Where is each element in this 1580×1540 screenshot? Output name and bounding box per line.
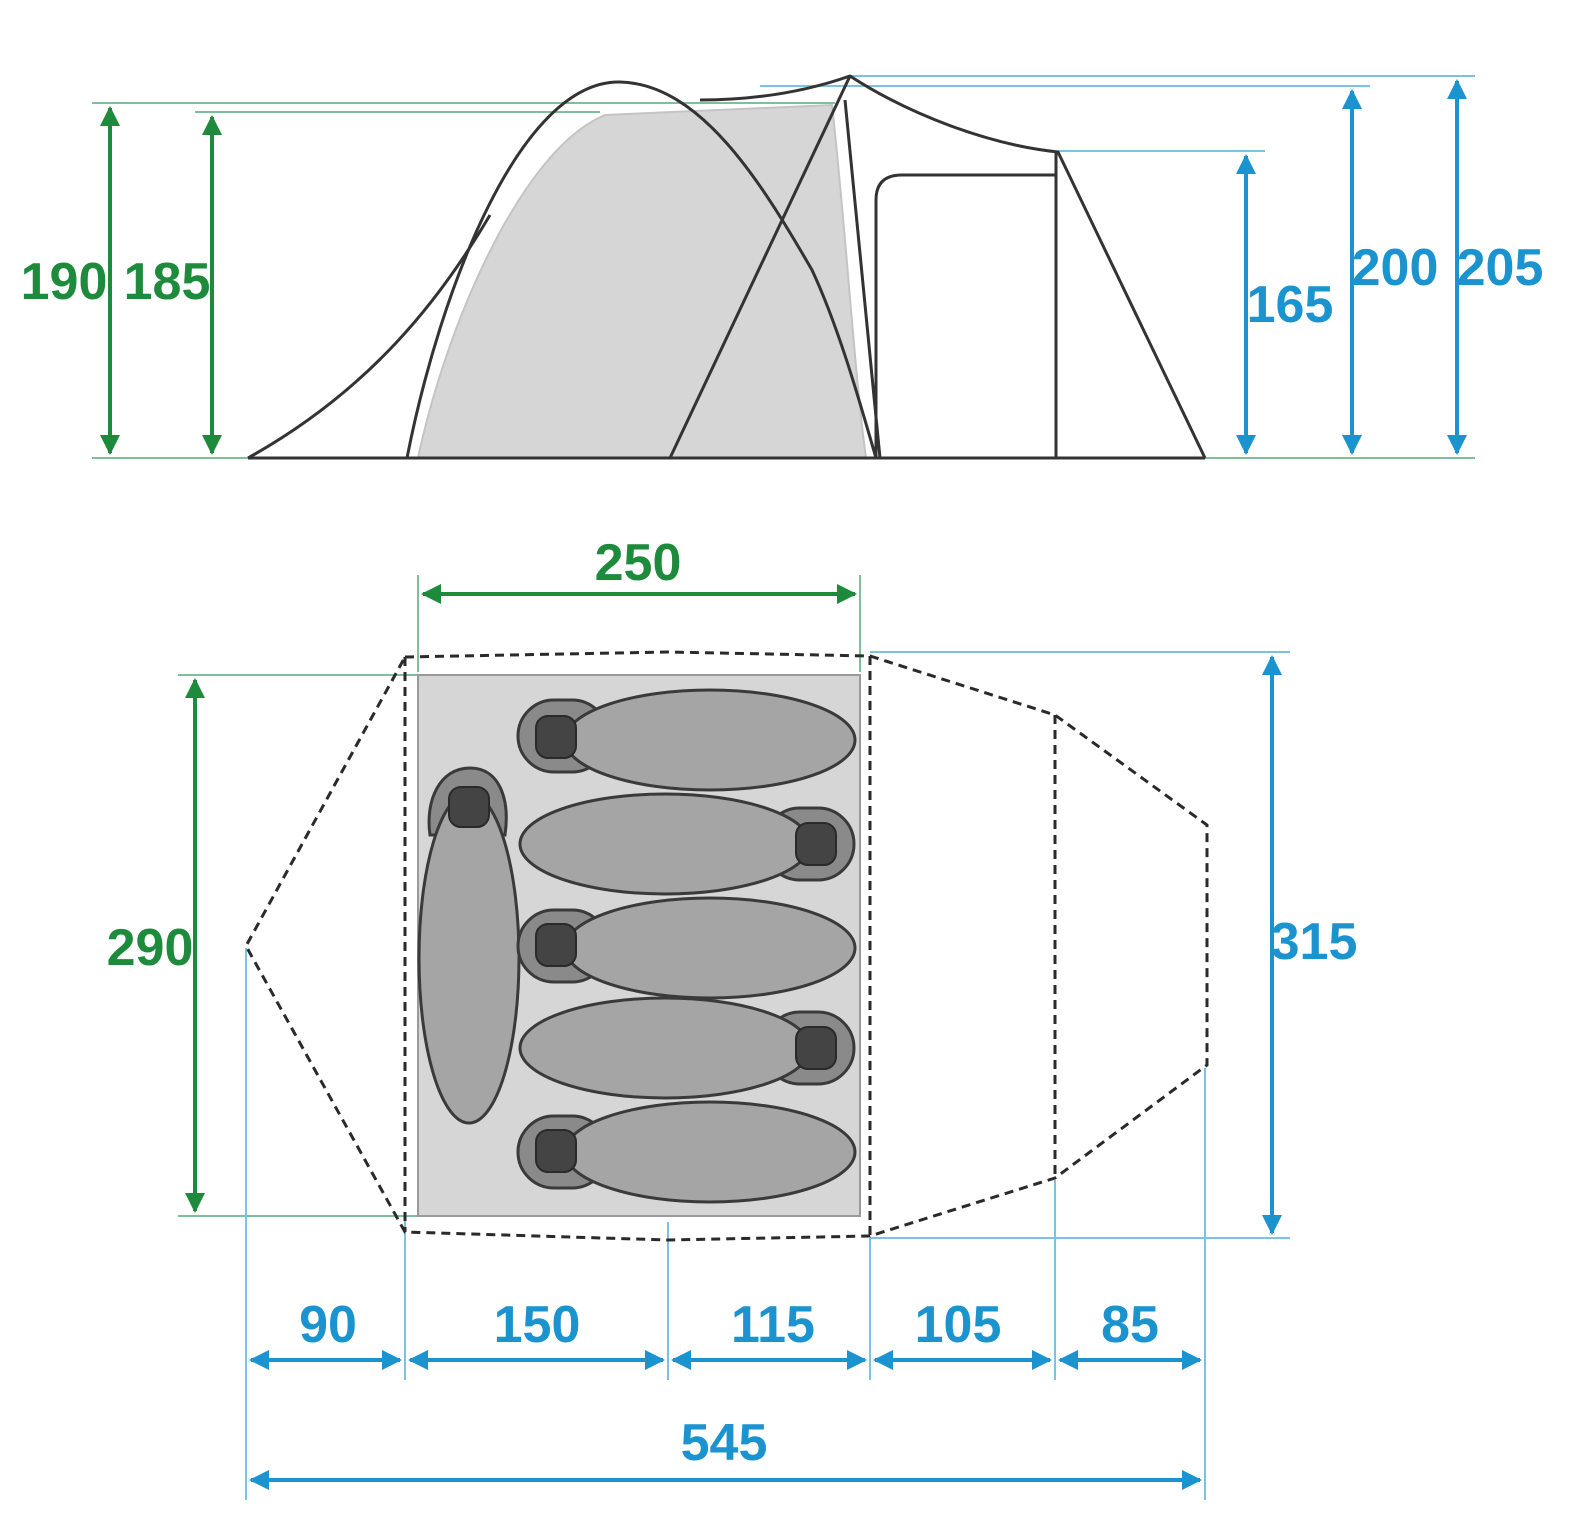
sleeping-bag (518, 996, 856, 1100)
sleeping-bag (518, 792, 856, 896)
sleeping-bag (417, 766, 521, 1125)
segment-150-label: 150 (494, 1296, 581, 1354)
pillow (795, 1026, 837, 1070)
top-view: 250 290 315 90 150 115 105 85 545 (107, 534, 1358, 1500)
length-545-label: 545 (681, 1414, 768, 1472)
side-view: 190 185 165 200 205 (21, 74, 1544, 460)
height-200-label: 200 (1352, 239, 1439, 297)
sleeping-bag (516, 896, 857, 1000)
height-205-label: 205 (1457, 239, 1544, 297)
segment-90-label: 90 (299, 1296, 357, 1354)
pillow (535, 1129, 577, 1173)
pillow (448, 786, 490, 828)
sleeping-bag (516, 1100, 857, 1204)
segment-115-label: 115 (731, 1296, 815, 1354)
segment-105-label: 105 (915, 1296, 1002, 1354)
pillow (795, 822, 837, 866)
depth-290-label: 290 (107, 919, 194, 977)
height-190-label: 190 (21, 253, 108, 311)
width-250-label: 250 (595, 534, 682, 592)
segment-85-label: 85 (1101, 1296, 1159, 1354)
height-185-label: 185 (124, 253, 211, 311)
pillow (535, 923, 577, 967)
sleeping-bag (516, 688, 857, 792)
pillow (535, 715, 577, 759)
depth-315-label: 315 (1271, 913, 1358, 971)
height-165-label: 165 (1247, 276, 1334, 334)
inner-tent-side (416, 103, 868, 459)
sleeping-bags (417, 688, 857, 1204)
